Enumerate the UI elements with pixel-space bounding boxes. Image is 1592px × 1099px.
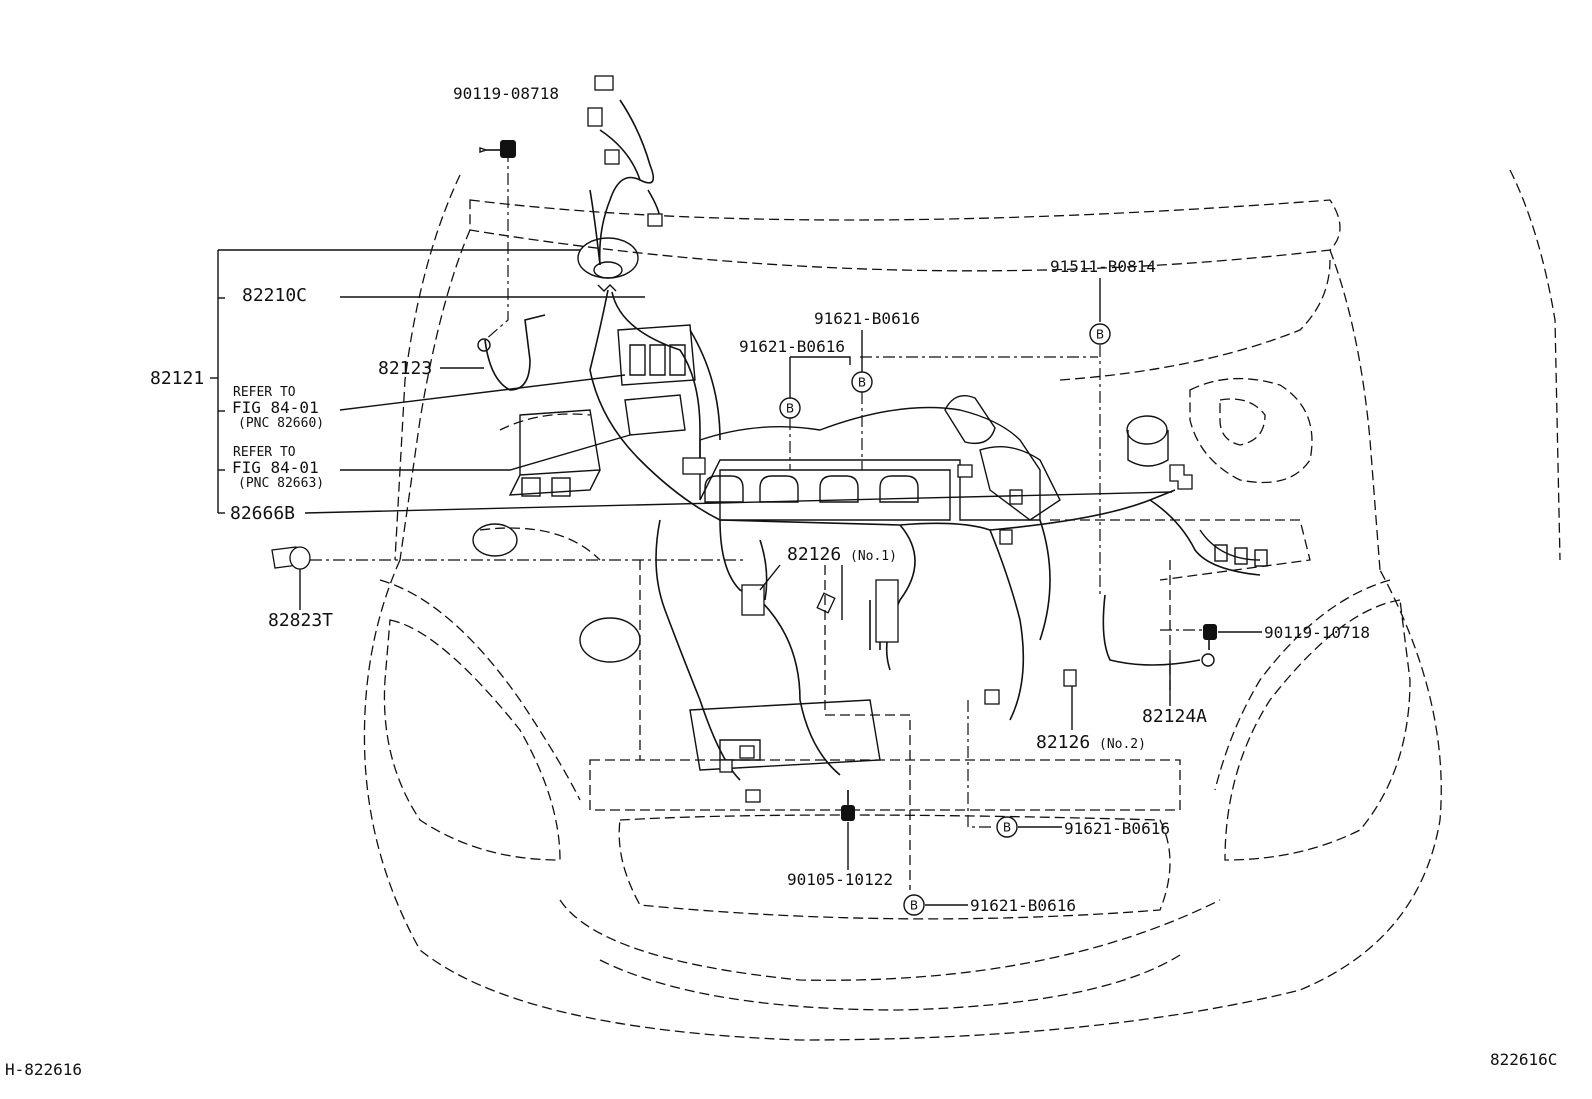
refer-1-line-1: REFER TO	[233, 385, 296, 400]
label-91621-B0616-top-left: 91621-B0616	[739, 337, 845, 356]
fasteners	[271, 140, 1217, 821]
label-82210C: 82210C	[242, 285, 307, 306]
svg-text:B: B	[1096, 328, 1104, 342]
refer-2-line-2: FIG 84-01	[232, 458, 319, 477]
label-82124A: 82124A	[1142, 706, 1207, 727]
svg-text:B: B	[910, 899, 918, 913]
engine-components	[472, 324, 1268, 771]
refer-1-line-3: (PNC 82660)	[238, 416, 324, 431]
label-82121: 82121	[150, 368, 204, 389]
label-91621-B0616-top-right: 91621-B0616	[814, 309, 920, 328]
clip-marker-b5: B	[903, 894, 925, 916]
bolt-90105-10122	[841, 790, 855, 821]
refer-2-line-1: REFER TO	[233, 445, 296, 460]
clip-marker-b2: B	[851, 371, 873, 393]
car-body-outline	[363, 169, 1561, 1041]
label-90105-10122: 90105-10122	[787, 870, 893, 889]
label-82126-no2-qualifier: (No.2)	[1099, 737, 1146, 752]
clip-marker-b1: B	[779, 397, 801, 419]
label-82823T: 82823T	[268, 610, 333, 631]
label-91621-B0616-bottom: 91621-B0616	[970, 896, 1076, 915]
label-91511-B0814: 91511-B0814	[1050, 257, 1156, 276]
label-82126-no2: 82126	[1036, 732, 1090, 753]
label-90119-08718: 90119-08718	[453, 84, 559, 103]
footer: H-822616 822616C	[5, 1050, 1557, 1079]
leader-lines	[210, 150, 1262, 906]
screw-90119-10718	[1203, 624, 1217, 650]
label-82123: 82123	[378, 358, 432, 379]
clip-marker-b4: B	[996, 816, 1018, 838]
svg-text:B: B	[1003, 821, 1011, 835]
part-labels: 90119-08718 82210C 82121 82123 REFER TO …	[150, 84, 1370, 915]
label-82126-no1: 82126	[787, 544, 841, 565]
label-82666B: 82666B	[230, 503, 295, 524]
svg-text:B: B	[786, 402, 794, 416]
label-90119-10718: 90119-10718	[1264, 623, 1370, 642]
svg-text:B: B	[858, 376, 866, 390]
refer-2-line-3: (PNC 82663)	[238, 476, 324, 491]
clip-marker-b3: B	[1089, 323, 1111, 345]
cap-82823T	[271, 546, 311, 570]
screw-90119-08718	[479, 140, 516, 158]
footer-left-code: H-822616	[5, 1060, 82, 1079]
clip-markers: B B B B B	[779, 323, 1111, 916]
label-82126-no1-qualifier: (No.1)	[850, 549, 897, 564]
wire-harness-82121	[477, 75, 1261, 803]
footer-right-code: 822616C	[1490, 1050, 1557, 1069]
refer-1-line-2: FIG 84-01	[232, 398, 319, 417]
label-91621-B0616-bottom-right: 91621-B0616	[1064, 819, 1170, 838]
